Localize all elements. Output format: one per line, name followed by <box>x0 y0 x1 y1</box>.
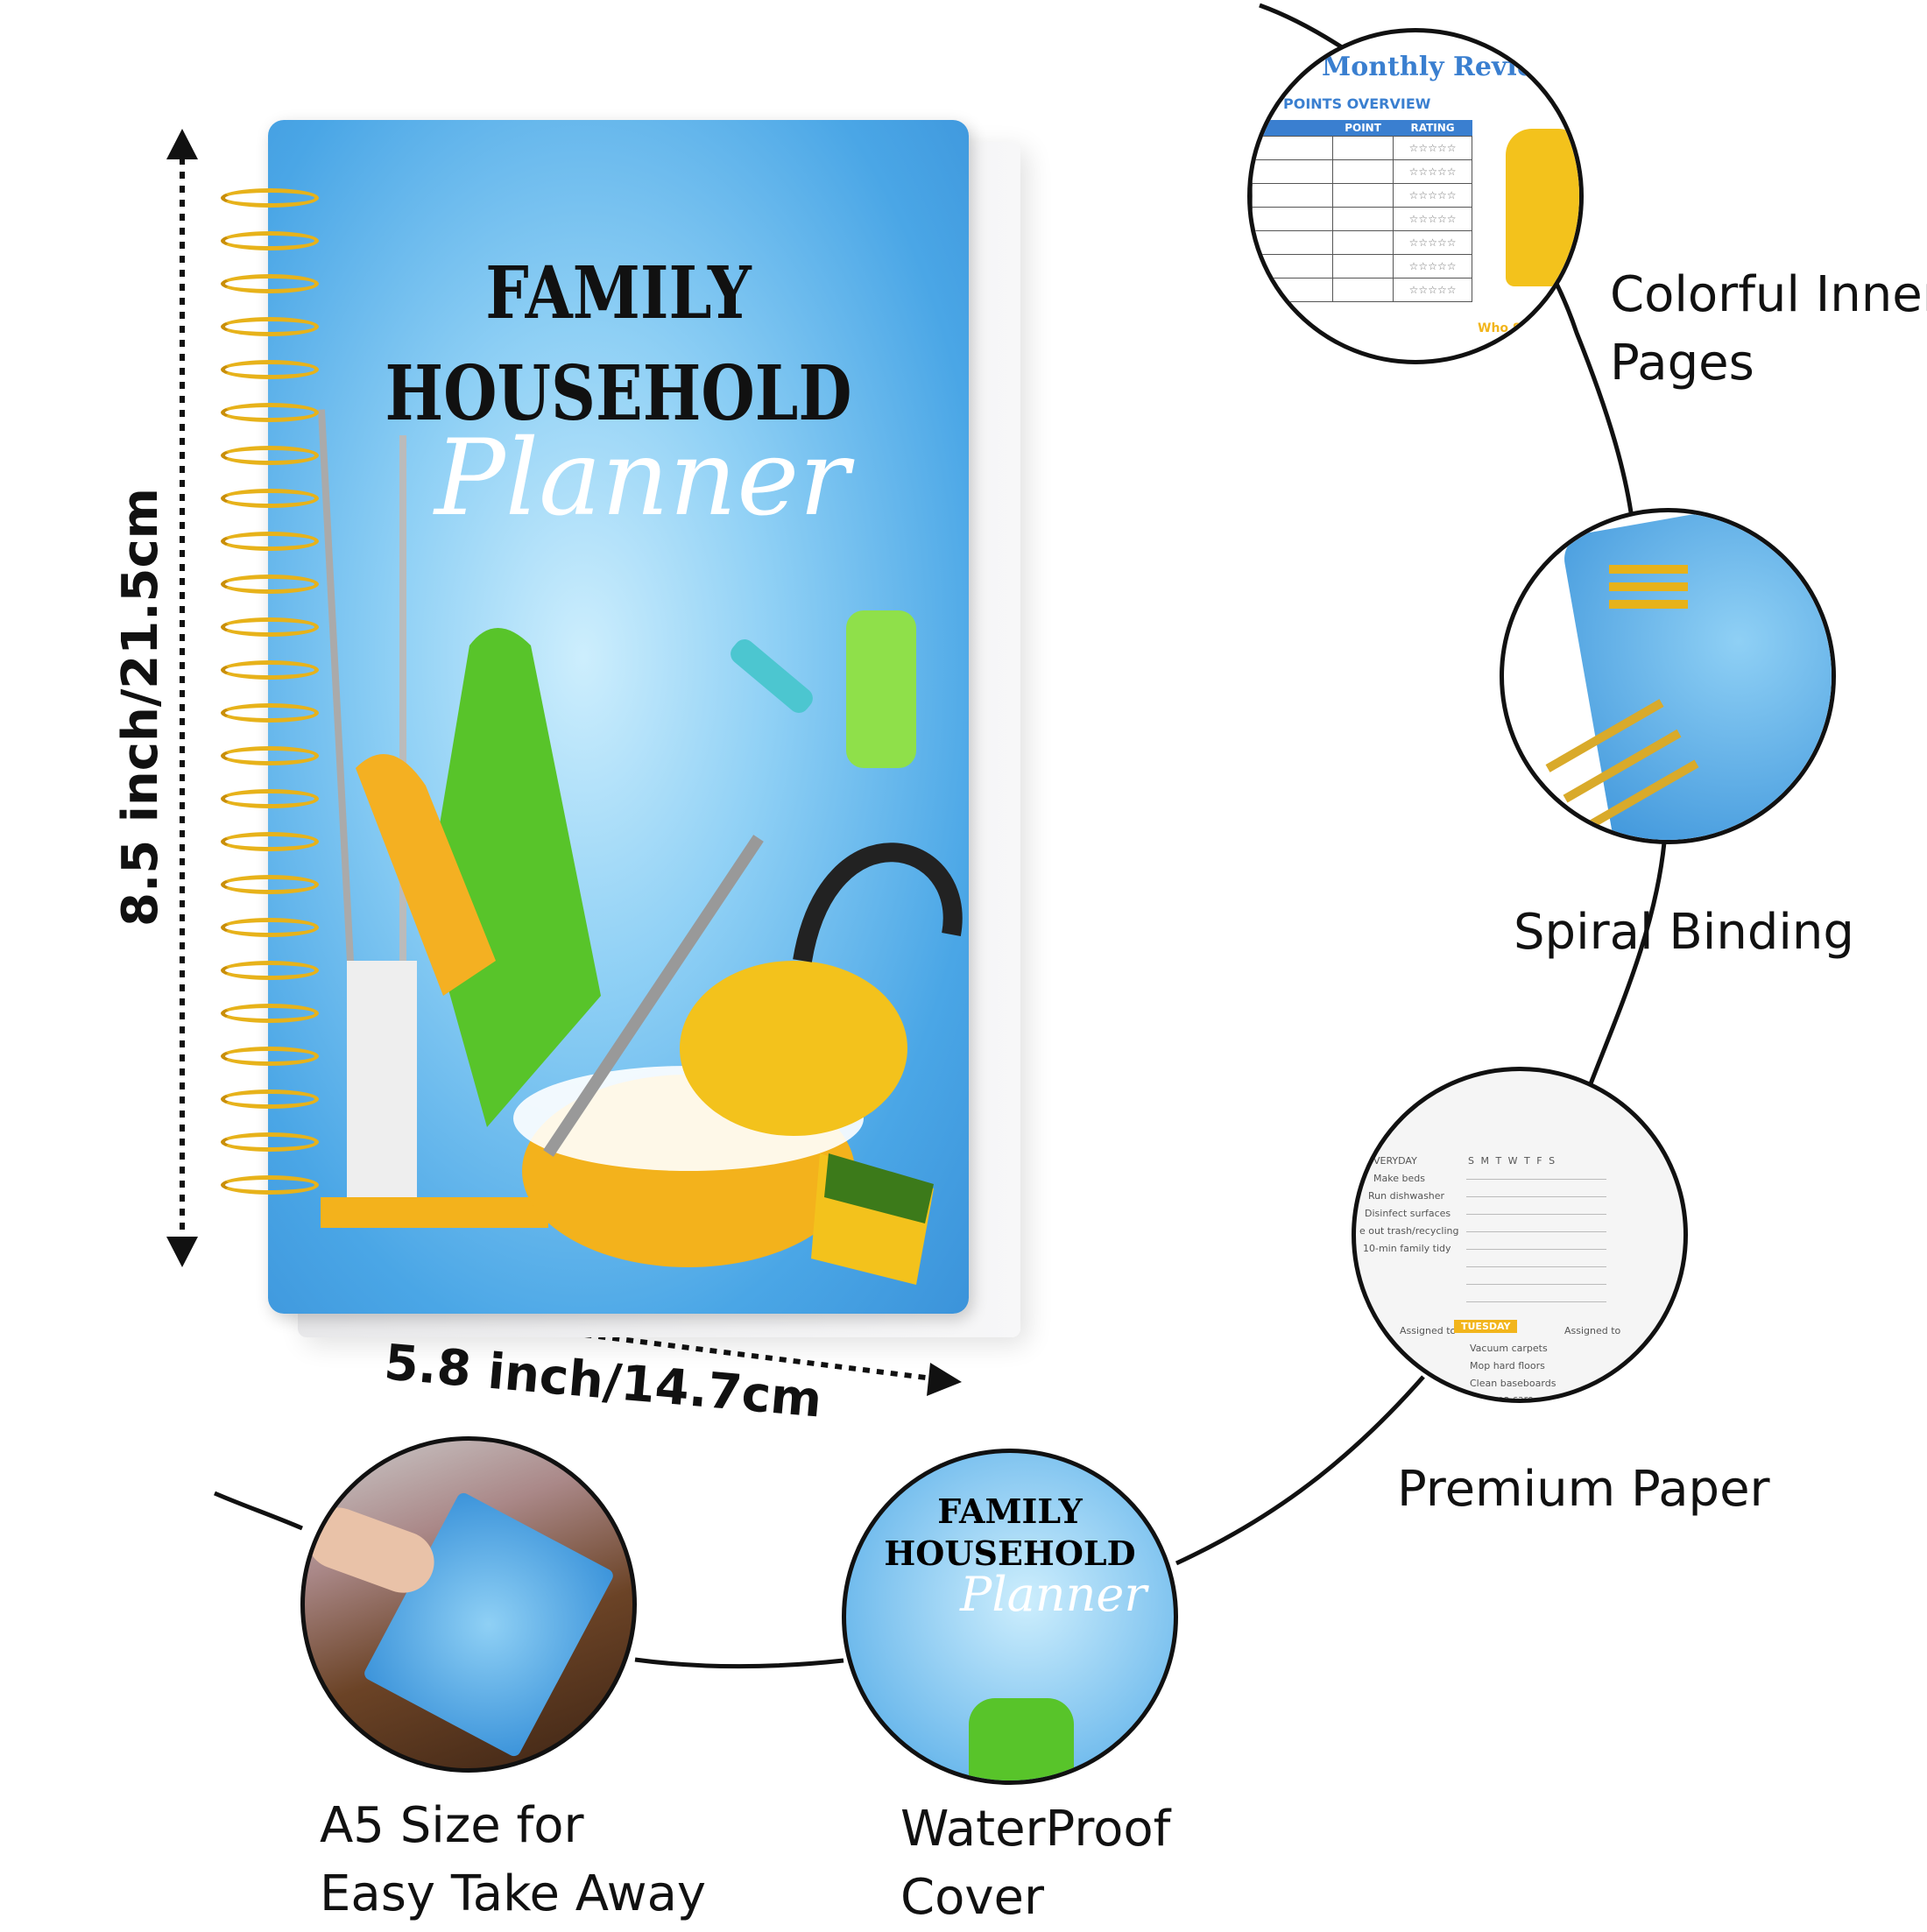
paper-task: Make beds <box>1373 1173 1425 1184</box>
spiral-binding-circle <box>1500 508 1836 844</box>
tuesday-tag: TUESDAY <box>1454 1320 1518 1333</box>
spiral-ring <box>221 660 319 680</box>
mini-title-household: HOUSEHOLD <box>884 1534 1136 1573</box>
spiral-ring <box>221 274 319 293</box>
spiral-ring <box>221 403 319 422</box>
waterproof-cover-circle: FAMILY HOUSEHOLD Planner <box>842 1449 1178 1785</box>
cover-title-planner: Planner <box>434 418 850 539</box>
rating-stars: ☆☆☆☆☆ <box>1393 230 1472 255</box>
spiral-ring <box>221 317 319 336</box>
cover-title-household: HOUSEHOLD <box>385 349 852 438</box>
spiral-ring <box>221 489 319 508</box>
paper-task: 10-min family tidy <box>1363 1243 1451 1254</box>
spiral-ring <box>221 1089 319 1109</box>
spiral-binding: (function(){var s=document.currentScript… <box>221 188 326 1222</box>
spiral-ring <box>221 789 319 808</box>
spiral-ring <box>221 188 319 208</box>
points-overview-subtitle: POINTS OVERVIEW <box>1283 95 1431 112</box>
spiral-ring <box>221 446 319 465</box>
spiral-ring <box>221 617 319 637</box>
planner-cover: FAMILY HOUSEHOLD Planner <box>268 120 969 1314</box>
col-point: POINT <box>1332 120 1394 137</box>
spiral-ring <box>221 575 319 594</box>
spiral-ring <box>221 703 319 723</box>
inner-footer-text: Who Sh <box>1478 321 1530 335</box>
spiral-ring <box>221 1132 319 1152</box>
feature-label-spiral: Spiral Binding <box>1514 904 1854 961</box>
cleaning-illustration <box>317 409 963 1285</box>
paper-section: VERYDAY <box>1373 1155 1417 1167</box>
paper-task: e out trash/recycling <box>1359 1225 1459 1237</box>
day-task: Vacuum carpets <box>1470 1343 1548 1354</box>
hand-icon <box>305 1498 443 1602</box>
mini-title-family: FAMILY <box>937 1491 1083 1531</box>
mini-title-planner: Planner <box>960 1567 1147 1622</box>
spiral-ring <box>221 231 319 250</box>
day-task: Clean baseboards <box>1470 1378 1556 1389</box>
cover-title-family: FAMILY <box>485 251 752 335</box>
spiral-ring <box>221 1047 319 1066</box>
rating-stars: ☆☆☆☆☆ <box>1393 254 1472 279</box>
spiral-ring <box>221 532 319 551</box>
paper-task: Run dishwasher <box>1368 1190 1445 1202</box>
spiral-rings-icon <box>1609 565 1688 574</box>
spiral-ring <box>221 961 319 980</box>
feature-label-premium-paper: Premium Paper <box>1397 1461 1770 1518</box>
height-label: 8.5 inch/21.5cm <box>112 488 169 927</box>
spiral-ring <box>221 360 319 379</box>
spiral-ring <box>221 746 319 765</box>
premium-paper-circle: VERYDAY S M T W T F S Make beds Run dish… <box>1352 1067 1688 1403</box>
a5-size-circle <box>300 1436 637 1773</box>
checkbox-grid <box>1466 1173 1606 1313</box>
paper-task: Disinfect surfaces <box>1365 1208 1451 1219</box>
rating-stars: ☆☆☆☆☆ <box>1393 278 1472 302</box>
col-rating: RATING <box>1393 120 1472 137</box>
spiral-ring <box>221 832 319 851</box>
day-task: Mop hard floors <box>1470 1360 1545 1371</box>
assigned-to-label: Assigned to <box>1564 1325 1621 1336</box>
rating-stars: ☆☆☆☆☆ <box>1393 159 1472 184</box>
rating-stars: ☆☆☆☆☆ <box>1393 136 1472 160</box>
rating-stars: ☆☆☆☆☆ <box>1393 207 1472 231</box>
spiral-ring <box>221 1175 319 1195</box>
apron-icon <box>969 1698 1074 1780</box>
day-task: Pet area care <box>1470 1393 1534 1403</box>
cover-closeup <box>1560 512 1832 840</box>
monthly-review-title: Monthly Review <box>1322 52 1556 82</box>
paper-days: S M T W T F S <box>1468 1155 1557 1167</box>
spiral-ring <box>221 918 319 937</box>
rating-stars: ☆☆☆☆☆ <box>1393 183 1472 208</box>
spiral-ring <box>221 1004 319 1023</box>
assigned-to-label: Assigned to <box>1400 1325 1457 1336</box>
spiral-ring <box>221 875 319 894</box>
trophy-icon <box>1506 129 1579 286</box>
